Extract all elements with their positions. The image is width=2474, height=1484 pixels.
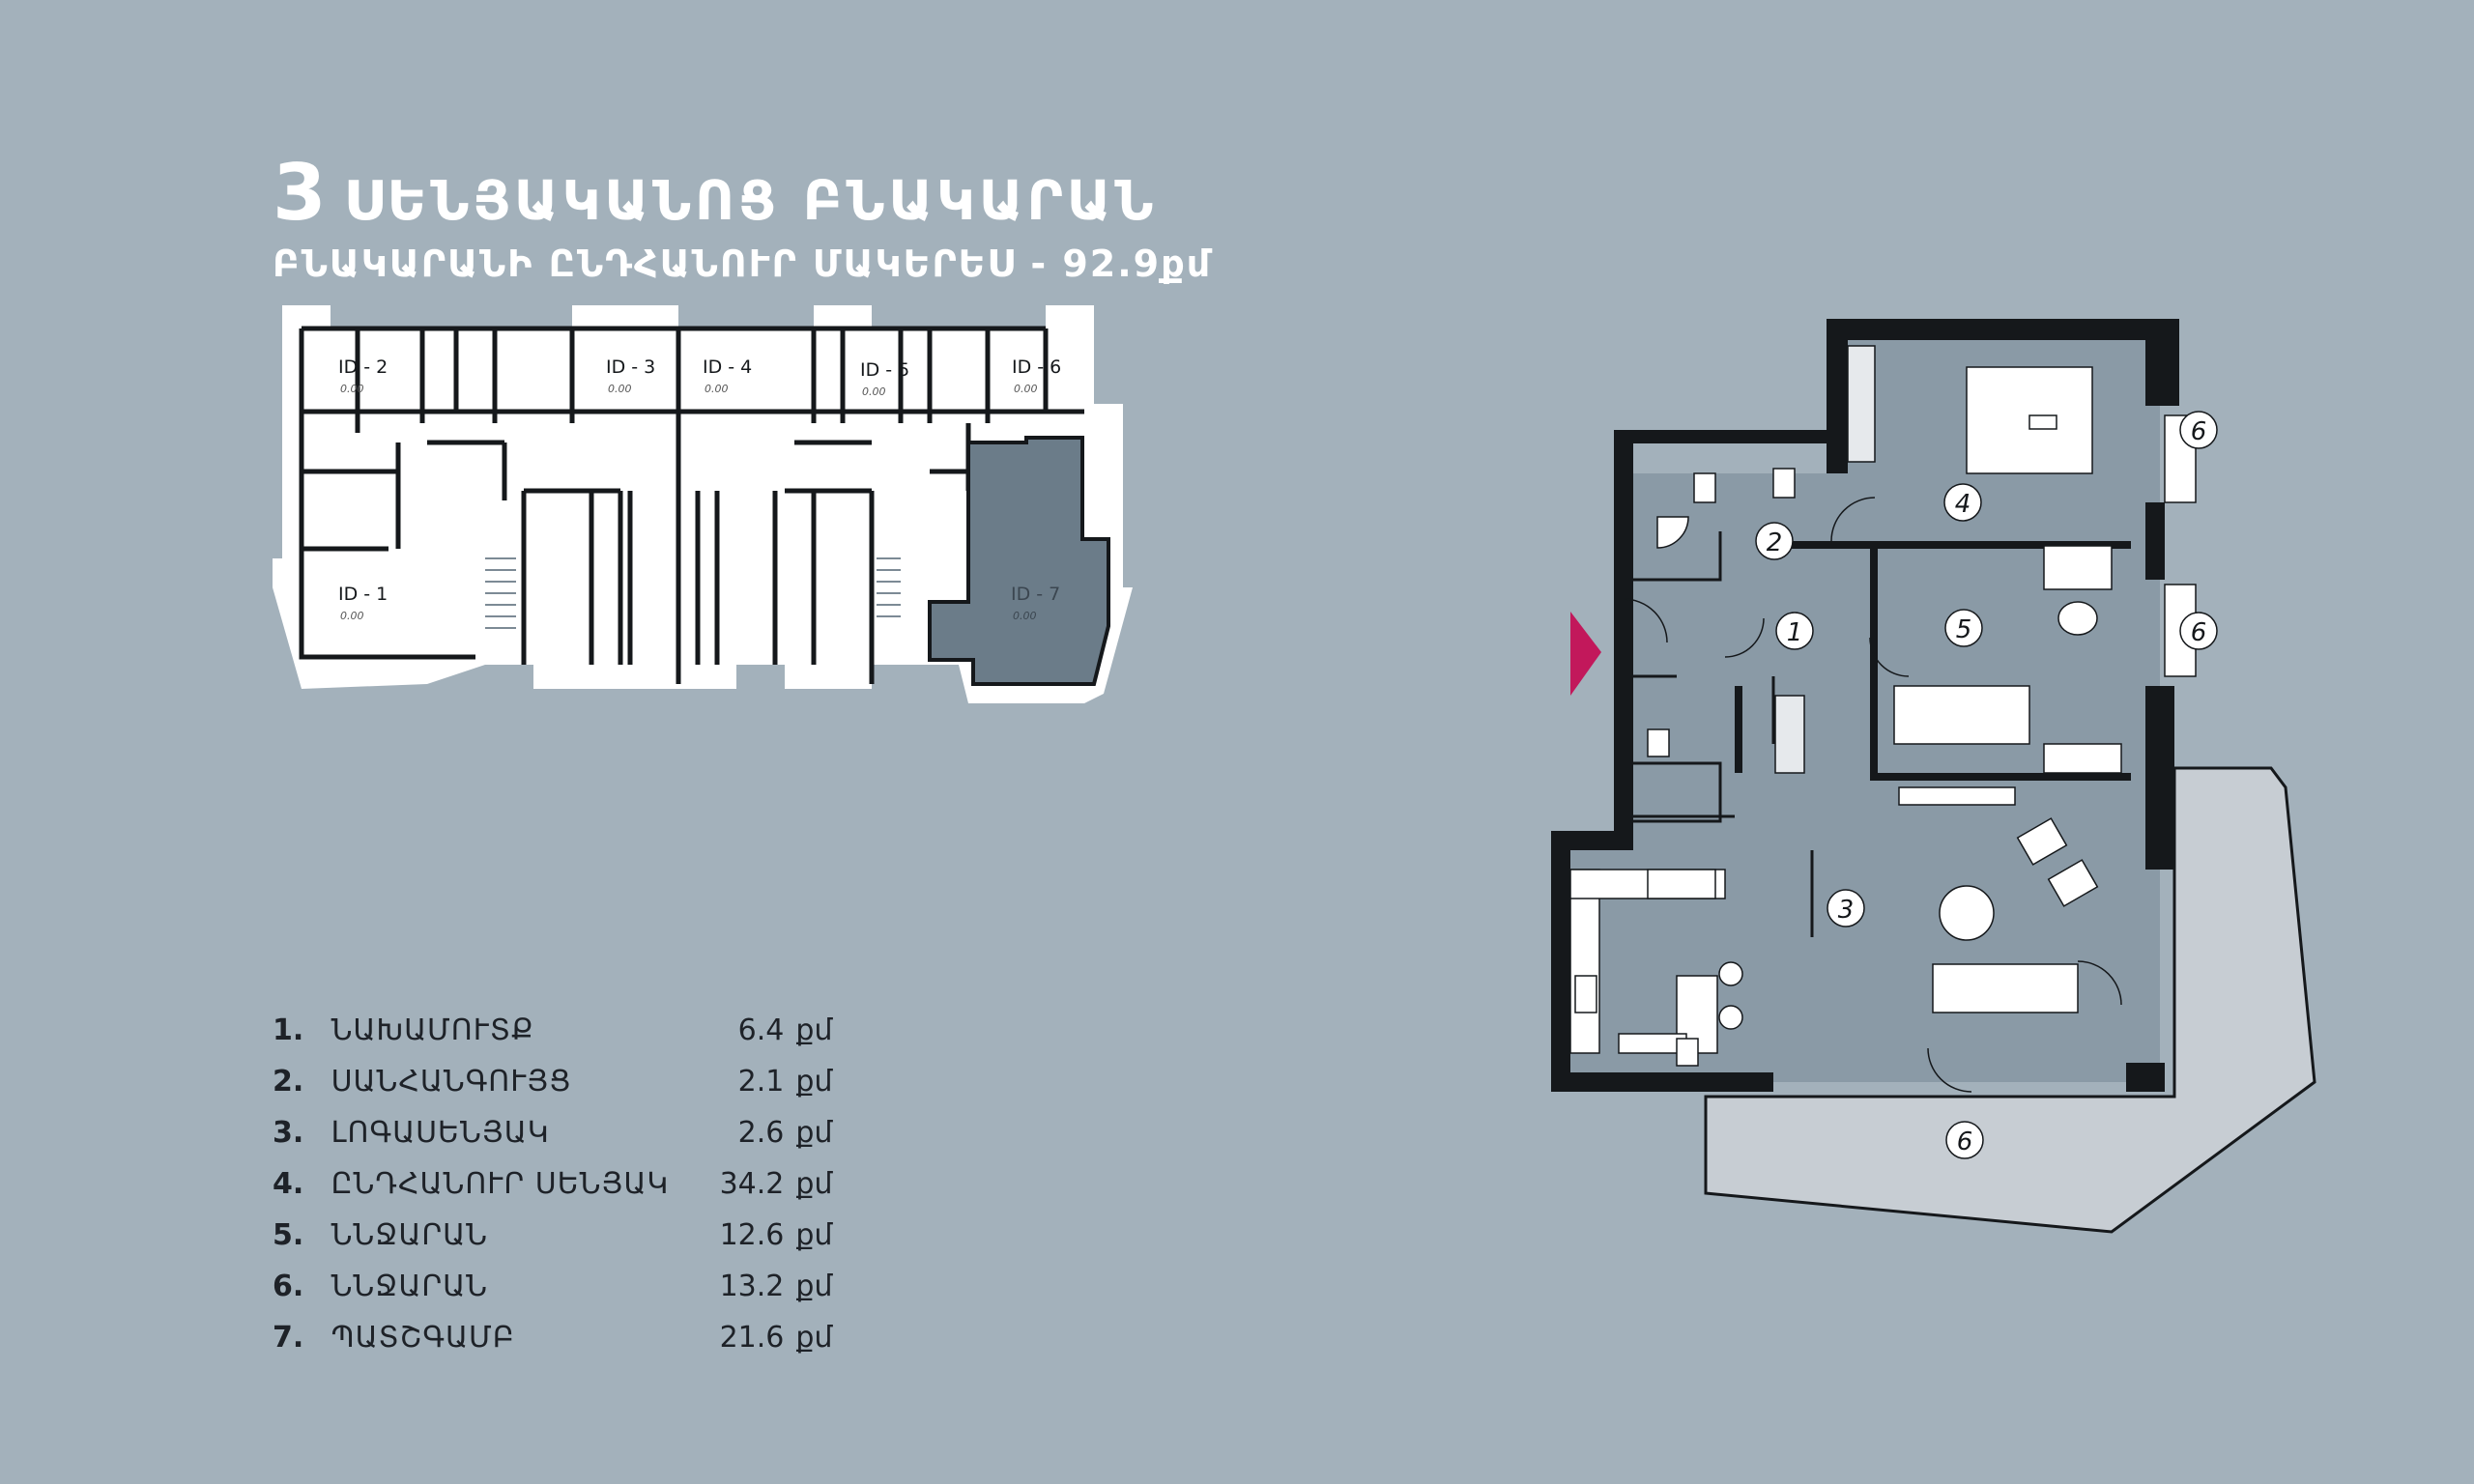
armchair [2047,859,2099,907]
unit-area: 0.00 [340,383,364,395]
room-label: 2 [1767,528,1783,557]
room-number: 6. [273,1270,304,1303]
door-swings [1623,497,2122,1093]
cooktop [1574,975,1597,1013]
unit-area: 0.00 [705,383,729,395]
room-row: 1. ՆԱԽԱՄՈՒՏՔ 6.4 քմ [273,1005,852,1056]
title-text: ՍԵՆՅԱԿԱՆՈՑ ԲՆԱԿԱՐԱՆ [343,170,1158,233]
room-unit: քմ [795,1218,833,1252]
unit-label: ID - 4 [703,357,752,378]
room-area: 2.1 [737,1065,785,1099]
terrace [1704,766,2316,1234]
room-name: ՊԱՏՇԳԱՄԲ [331,1321,515,1355]
unit-area: 0.00 [862,385,886,398]
armchair [2016,817,2068,866]
stool [1718,961,1743,986]
room-row: 6. ՆՆՋԱՐԱՆ 13.2 քմ [273,1261,852,1312]
room-label: 4 [1955,490,1971,519]
unit-label: ID - 5 [860,359,909,381]
room-number: 1. [273,1013,304,1047]
unit-label: ID - 3 [606,357,655,378]
room-area: 6.4 [737,1013,785,1047]
stool [1718,1005,1743,1030]
sofa [1932,963,2079,1013]
desk [2043,545,2113,590]
unit-area: 0.00 [608,383,632,395]
room-area: 2.6 [737,1116,785,1150]
room-row: 4. ԸՆԴՀԱՆՈՒՐ ՍԵՆՅԱԿ 34.2 քմ [273,1158,852,1210]
room-unit: քմ [795,1270,833,1303]
room-row: 7. ՊԱՏՇԳԱՄԲ 21.6 քմ [273,1312,852,1363]
floor-overview-plan: ID - 2 0.00 ID - 3 0.00 ID - 4 0.00 ID -… [273,298,1142,703]
unit-label: ID - 1 [338,584,388,605]
room-area: 13.2 [719,1270,785,1303]
room-name: ԸՆԴՀԱՆՈՒՐ ՍԵՆՅԱԿ [331,1167,670,1201]
furniture [1569,366,2122,1067]
unit-label: ID - 6 [1012,357,1061,378]
room-label: 5 [1956,615,1972,644]
chair [2057,601,2098,636]
shower [1656,516,1689,549]
washbasin [1647,728,1670,757]
dresser [2043,743,2122,774]
interior-walls [1633,531,1814,937]
kitchen-counter [1569,869,1600,1054]
stairs [485,557,901,629]
room-label: 1 [1787,618,1803,647]
wardrobes [1774,345,1876,774]
entrance-arrow [1570,612,1601,696]
room-name: ՆԱԽԱՄՈՒՏՔ [331,1013,534,1047]
room-number: 2. [273,1065,304,1099]
room-unit: քմ [795,1116,833,1150]
toilet [1676,1038,1699,1067]
sink [1647,869,1716,899]
room-unit: քմ [795,1321,833,1355]
floor-overview-svg: ID - 2 0.00 ID - 3 0.00 ID - 4 0.00 ID -… [273,305,1133,703]
room-number: 7. [273,1321,304,1355]
room-row: 2. ՍԱՆՀԱՆԳՈՒՅՑ 2.1 քմ [273,1056,852,1107]
room-name: ՆՆՋԱՐԱՆ [331,1218,488,1252]
room-number: 5. [273,1218,304,1252]
room-label: 3 [1838,896,1855,925]
room-name: ԼՈԳԱՍԵՆՅԱԿ [331,1116,550,1150]
room-labels: 1 2 3 4 5 6 6 6 [1755,411,2218,1159]
unit-area: 0.00 [340,610,364,622]
washbasin [1772,468,1796,499]
room-area: 12.6 [719,1218,785,1252]
room-number: 4. [273,1167,304,1201]
room-row: 3. ԼՈԳԱՍԵՆՅԱԿ 2.6 քմ [273,1107,852,1158]
tv-console [1898,786,2016,806]
apartment-floor-plan: 1 2 3 4 5 6 6 6 [1541,309,2334,1237]
single-bed [1893,685,2030,745]
room-area: 34.2 [719,1167,785,1201]
highlighted-unit-id7 [928,436,1110,686]
dining-table [1939,885,1995,941]
unit-area: 0.00 [1014,383,1038,395]
room-area: 21.6 [719,1321,785,1355]
apartment-walls [1551,319,2179,1092]
room-label: 6 [2191,618,2207,647]
pillow [2028,414,2057,430]
room-number: 3. [273,1116,304,1150]
room-unit: քմ [795,1065,833,1099]
toilet [1693,472,1716,503]
unit-area: 0.00 [1013,610,1037,622]
room-row: 5. ՆՆՋԱՐԱՆ 12.6 քմ [273,1210,852,1261]
page-subtitle: ԲՆԱԿԱՐԱՆԻ ԸՆԴՀԱՆՈՒՐ ՄԱԿԵՐԵՍ - 92.9քմ [273,243,1213,285]
unit-label: ID - 2 [338,357,388,378]
overview-walls [299,326,1084,684]
room-name: ՍԱՆՀԱՆԳՈՒՅՑ [331,1065,572,1099]
room-unit: քմ [795,1167,833,1201]
room-label: 6 [1957,1127,1973,1156]
room-unit: քմ [795,1013,833,1047]
rooms-count: 3 [273,148,331,238]
room-area-list: 1. ՆԱԽԱՄՈՒՏՔ 6.4 քմ 2. ՍԱՆՀԱՆԳՈՒՅՑ 2.1 ք… [273,1005,852,1363]
unit-label: ID - 7 [1011,584,1060,605]
room-label: 6 [2191,417,2207,446]
apartment-plan-svg: 1 2 3 4 5 6 6 6 [1551,319,2316,1234]
room-name: ՆՆՋԱՐԱՆ [331,1270,488,1303]
